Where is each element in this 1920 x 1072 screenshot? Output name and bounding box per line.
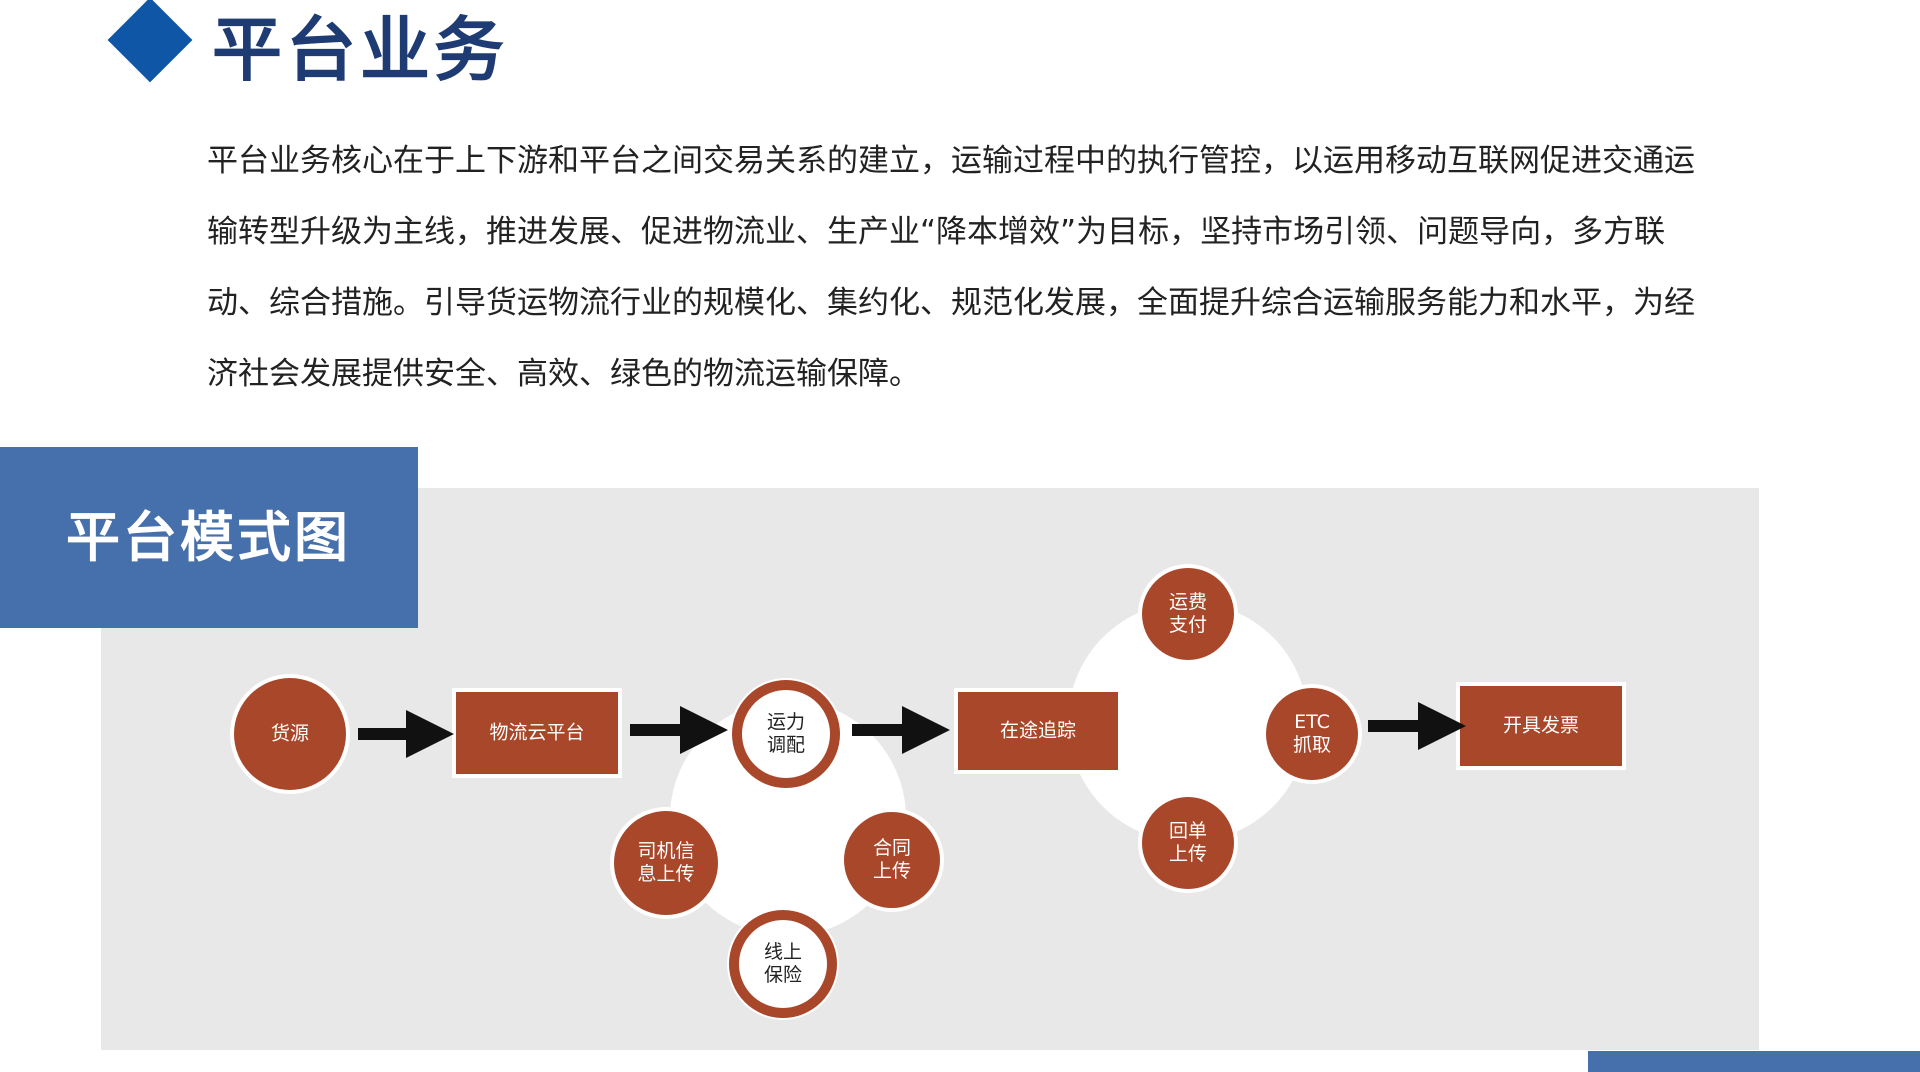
contract-upload-node [844, 812, 940, 908]
section-banner [0, 447, 418, 628]
freight-payment-label: 支付 [1169, 614, 1207, 636]
contract-upload-label: 合同 [873, 837, 911, 859]
etc-label: 抓取 [1293, 734, 1331, 756]
dispatch-label: 调配 [767, 734, 805, 756]
insurance-label: 保险 [764, 964, 802, 986]
section-title: 平台模式图 [66, 506, 351, 569]
driver-upload-label: 司机信 [637, 840, 694, 862]
platform-label: 物流云平台 [489, 722, 584, 744]
intro-line: 平台业务核心在于上下游和平台之间交易关系的建立，运输过程中的执行管控，以运用移动… [207, 143, 1695, 179]
etc-node [1266, 688, 1358, 780]
supply-label: 货源 [271, 723, 309, 745]
freight-payment-label: 运费 [1169, 591, 1207, 613]
invoice-label: 开具发票 [1503, 715, 1579, 737]
tracking-label: 在途追踪 [1000, 720, 1076, 742]
intro-line: 输转型升级为主线，推进发展、促进物流业、生产业“降本增效”为目标，坚持市场引领、… [207, 214, 1666, 250]
intro-line: 动、综合措施。引导货运物流行业的规模化、集约化、规范化发展，全面提升综合运输服务… [207, 285, 1695, 321]
platform-node [456, 692, 618, 774]
supply-node [234, 678, 346, 790]
footer-accent-bar [1588, 1051, 1920, 1072]
intro-line: 济社会发展提供安全、高效、绿色的物流运输保障。 [207, 356, 920, 392]
receipt-upload-label: 回单 [1169, 820, 1207, 842]
receipt-upload-label: 上传 [1169, 843, 1207, 865]
dispatch-node [732, 680, 840, 788]
freight-payment-node [1142, 568, 1234, 660]
insurance-label: 线上 [764, 941, 802, 963]
etc-label: ETC [1294, 711, 1330, 733]
intro-paragraph: 平台业务核心在于上下游和平台之间交易关系的建立，运输过程中的执行管控，以运用移动… [207, 126, 1767, 410]
receipt-upload-node [1142, 797, 1234, 889]
invoice-node [1460, 686, 1622, 766]
driver-upload-label: 息上传 [637, 863, 694, 885]
driver-upload-node [614, 811, 718, 915]
insurance-node [729, 910, 837, 1018]
contract-upload-label: 上传 [873, 860, 911, 882]
page-title: 平台业务 [212, 9, 508, 91]
dispatch-label: 运力 [767, 711, 805, 733]
tracking-node [958, 692, 1118, 770]
tracking-cluster-disc [1068, 602, 1308, 842]
